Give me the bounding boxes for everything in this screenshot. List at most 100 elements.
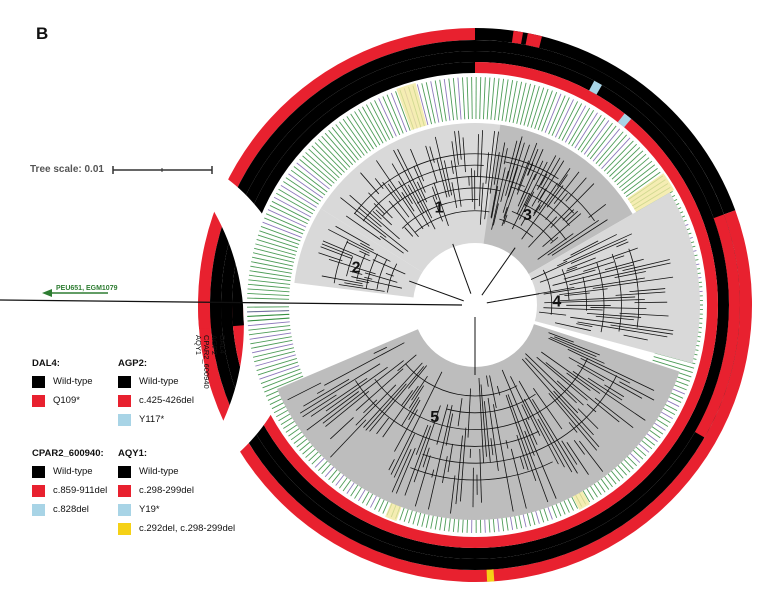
branch	[303, 378, 350, 407]
branch	[507, 166, 519, 198]
tip-label-mark	[652, 359, 693, 374]
legend-swatch	[32, 484, 45, 497]
clade-number-3: 3	[523, 207, 532, 224]
branch	[548, 332, 574, 343]
branch	[413, 165, 426, 193]
tip-label-mark	[601, 137, 631, 169]
tip-label-mark	[614, 153, 647, 183]
tip-label-mark	[247, 283, 290, 289]
branch	[492, 404, 514, 512]
branch	[397, 149, 433, 219]
branch	[373, 346, 387, 354]
branch	[483, 401, 491, 463]
legend-agp2: AGP2: Wild-type c.425-426del Y117*	[118, 358, 194, 431]
tip-label-mark	[574, 112, 598, 149]
branch	[570, 238, 627, 264]
branch	[545, 192, 568, 220]
branch	[538, 286, 575, 295]
branch	[360, 242, 374, 251]
tip-label-mark	[290, 169, 326, 196]
branch	[528, 216, 558, 248]
branch	[493, 152, 500, 185]
branch	[434, 136, 450, 197]
branch	[568, 422, 578, 433]
tip-label-mark	[519, 83, 531, 125]
branch	[484, 131, 495, 220]
tip-label-mark	[255, 243, 296, 256]
legend-item: Wild-type	[32, 464, 107, 479]
branch-arc	[405, 363, 518, 397]
branch	[577, 408, 599, 430]
branch	[542, 213, 582, 247]
branch	[569, 262, 671, 286]
branch	[577, 321, 668, 338]
branch	[368, 192, 393, 219]
branch	[385, 272, 394, 277]
tip-label-mark	[247, 313, 290, 317]
branch	[374, 178, 384, 189]
tip-label-mark	[288, 173, 324, 199]
tip-label-mark	[247, 321, 290, 327]
tip-label-mark	[260, 226, 301, 242]
branch	[550, 336, 597, 358]
branch	[548, 337, 605, 364]
branch-arc	[346, 256, 354, 277]
branch	[503, 206, 508, 218]
branch	[355, 368, 404, 411]
branch-arc	[410, 461, 553, 481]
branch	[506, 140, 518, 179]
legend-item-label: c.425-426del	[139, 395, 194, 406]
branch	[510, 448, 527, 509]
tip-label-mark	[248, 328, 291, 336]
branch	[460, 427, 467, 502]
tip-label-mark	[262, 221, 302, 238]
legend-item: c.859-911del	[32, 483, 107, 498]
branch-arc	[536, 184, 575, 214]
tip-label-mark	[466, 77, 469, 120]
branch-arc	[374, 357, 589, 430]
legend-item: c.292del, c.298-299del	[118, 521, 235, 536]
tip-label-mark	[251, 343, 294, 354]
branch	[537, 418, 565, 468]
branch	[408, 385, 425, 409]
branch	[451, 141, 462, 207]
branch	[349, 194, 400, 240]
branch	[616, 241, 629, 248]
tip-label-mark	[551, 97, 570, 136]
legend-item-label: c.292del, c.298-299del	[139, 523, 236, 534]
branch	[373, 203, 386, 215]
legend-aqy1-title: AQY1:	[118, 448, 148, 459]
tip-label-mark	[439, 79, 447, 122]
ring-variant-mark	[525, 33, 543, 48]
branch	[526, 148, 539, 176]
legend-item-label: c.859-911del	[53, 485, 108, 496]
tip-label-mark	[264, 375, 304, 393]
branch	[450, 475, 456, 514]
branch	[411, 375, 428, 401]
tip-label-mark	[497, 78, 505, 121]
branch	[545, 362, 620, 423]
tree-scale-label: Tree scale: 0.01	[30, 164, 104, 175]
legend-swatch	[118, 394, 131, 407]
tip-label-mark	[586, 122, 613, 157]
branch	[393, 433, 416, 478]
tip-label-mark	[479, 77, 482, 120]
branch	[404, 227, 414, 237]
branch	[376, 417, 390, 435]
branch	[566, 266, 578, 272]
branch	[429, 146, 435, 163]
branch	[580, 357, 631, 384]
tip-label-mark	[541, 91, 558, 132]
branch	[365, 383, 407, 431]
branch	[471, 168, 473, 202]
branch	[565, 210, 578, 223]
tip-label-mark	[247, 297, 290, 300]
branch	[536, 356, 588, 401]
branch	[487, 397, 499, 471]
branch	[318, 252, 343, 262]
tip-label-mark	[561, 103, 583, 141]
tip-label-mark	[378, 98, 397, 137]
tip-label-mark	[252, 252, 295, 263]
branch-stem	[486, 293, 540, 304]
tip-label-mark	[247, 310, 290, 313]
